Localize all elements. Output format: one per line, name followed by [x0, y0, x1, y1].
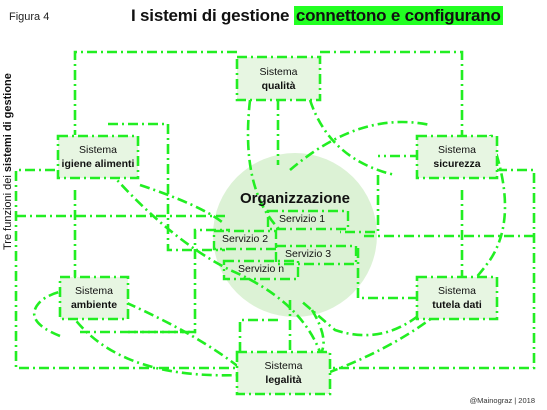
node-igiene-line1: Sistema [79, 144, 117, 156]
node-qualita: Sistema qualità [237, 57, 320, 100]
connector-igiene-curve [139, 183, 223, 224]
node-ambiente-line1: Sistema [75, 285, 113, 297]
connector-igiene-legalita-curve [107, 169, 322, 353]
service-3-frame [274, 244, 358, 266]
node-sicurezza-line1: Sistema [438, 144, 476, 156]
connector-sicurezza-services [340, 175, 380, 234]
node-tutela-line2: tutela dati [432, 299, 482, 311]
node-qualita-line1: Sistema [259, 65, 298, 78]
connector-sicurezza-legalita-curve [329, 134, 507, 374]
node-sicurezza-line2: sicurezza [433, 158, 481, 170]
node-igiene-line2: igiene alimenti [61, 158, 135, 170]
service-3-label: Servizio 3 [285, 248, 332, 260]
service-1-frame [266, 209, 350, 231]
connector-legalita-left [238, 318, 278, 352]
connector-frame-right [330, 168, 536, 370]
node-legalita-line2: legalità [265, 374, 302, 386]
service-2-label: Servizio 2 [222, 233, 269, 245]
node-tutela: Sistema tutela dati [417, 277, 497, 319]
title-highlight: connettono e configurano [293, 6, 503, 25]
box-igiene [56, 134, 140, 180]
box-legalita [235, 350, 332, 396]
service-n-label: Servizio n [238, 263, 285, 275]
node-legalita: Sistema legalità [237, 352, 330, 394]
connector-tutela-services [356, 245, 418, 300]
organization-title: Organizzazione [239, 190, 351, 207]
box-tutela [415, 275, 499, 321]
connector-org-sicurezza-curve [289, 120, 431, 171]
box-ambiente [58, 275, 130, 321]
connector-ambiente-services [128, 228, 230, 334]
node-ambiente-line2: ambiente [70, 299, 118, 311]
figure-label: Figura 4 [9, 11, 50, 23]
box-sicurezza [415, 134, 499, 180]
node-tutela-line1: Sistema [438, 285, 476, 297]
box-qualita [235, 55, 322, 102]
connector-frame-left [14, 168, 237, 370]
organization-circle [213, 153, 377, 317]
connector-tutela-curve [299, 299, 419, 337]
connector-frame-top-left [73, 50, 237, 135]
connector-qualita-curve-b [308, 99, 396, 177]
title-plain: I sistemi di gestione [131, 6, 294, 25]
connector-frame-top-right [320, 50, 464, 135]
node-legalita-line1: Sistema [264, 360, 303, 372]
service-1-label: Servizio 1 [279, 213, 326, 225]
service-n-frame [222, 259, 300, 281]
connector-qualita-curve-a [246, 99, 281, 231]
credit-label: @Mainograz | 2018 [469, 396, 535, 405]
connector-igiene-services [108, 122, 225, 252]
node-sicurezza: Sistema sicurezza [417, 136, 497, 178]
node-igiene: Sistema igiene alimenti [58, 136, 138, 178]
connector-ambiente-legalita-curve [63, 304, 241, 377]
node-qualita-line2: qualità [261, 79, 296, 92]
page-title: I sistemi di gestione connettono e confi… [131, 6, 503, 26]
node-ambiente: Sistema ambiente [60, 277, 128, 319]
